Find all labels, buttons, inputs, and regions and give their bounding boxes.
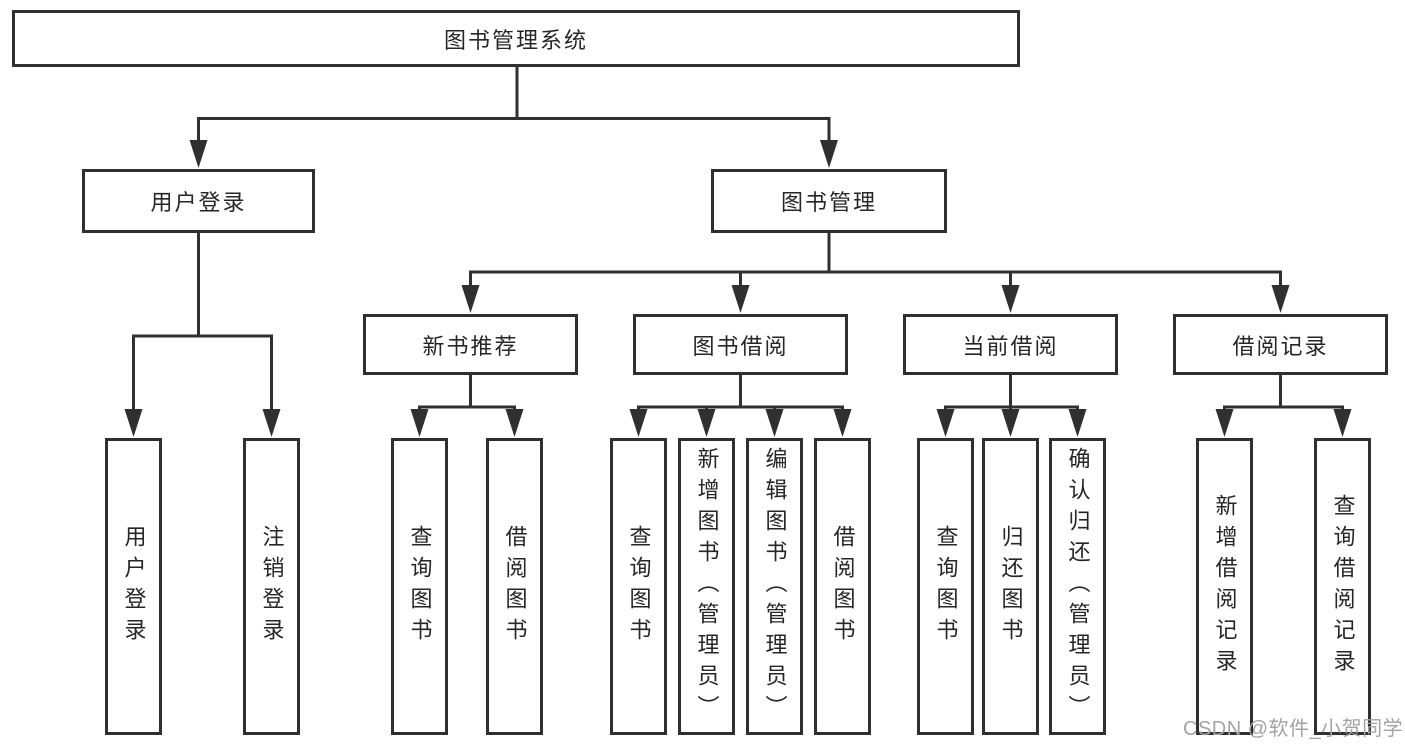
node-root: 图书管理系统	[12, 10, 1020, 67]
node-root-label: 图书管理系统	[443, 27, 588, 53]
leaf-current-query-books: 查询图书	[917, 438, 974, 735]
leaf-recommend-query-books: 查询图书	[391, 438, 448, 735]
node-borrow-records-label: 借阅记录	[1232, 333, 1329, 359]
leaf-add-book-admin: 新增图书（管理员）	[678, 438, 735, 735]
node-current-borrow-label: 当前借阅	[962, 333, 1059, 359]
leaf-current-query-books-label: 查询图书	[933, 524, 959, 649]
leaf-add-book-admin-label: 新增图书（管理员）	[694, 447, 720, 726]
node-borrow-records: 借阅记录	[1173, 314, 1388, 375]
leaf-recommend-borrow-books-label: 借阅图书	[502, 524, 528, 649]
leaf-logout: 注销登录	[243, 438, 300, 735]
node-book-management-label: 图书管理	[780, 190, 877, 215]
leaf-return-books-label: 归还图书	[998, 524, 1024, 649]
node-user-login: 用户登录	[82, 169, 315, 233]
node-book-management: 图书管理	[711, 169, 947, 233]
leaf-recommend-borrow-books: 借阅图书	[486, 438, 543, 735]
leaf-user-login-label: 用户登录	[121, 524, 147, 649]
leaf-confirm-return-admin-label: 确认归还（管理员）	[1065, 447, 1091, 726]
csdn-watermark: CSDN @软件_小贺同学	[1183, 718, 1404, 740]
leaf-add-borrow-record: 新增借阅记录	[1196, 438, 1253, 735]
node-book-borrow: 图书借阅	[633, 314, 848, 375]
leaf-edit-book-admin: 编辑图书（管理员）	[746, 438, 803, 735]
leaf-confirm-return-admin: 确认归还（管理员）	[1049, 438, 1106, 735]
leaf-query-borrow-record: 查询借阅记录	[1314, 438, 1371, 735]
node-current-borrow: 当前借阅	[903, 314, 1118, 375]
leaf-user-login: 用户登录	[105, 438, 162, 735]
leaf-add-borrow-record-label: 新增借阅记录	[1212, 493, 1238, 680]
node-new-book-recommend: 新书推荐	[363, 314, 578, 375]
leaf-borrow-books: 借阅图书	[814, 438, 871, 735]
leaf-edit-book-admin-label: 编辑图书（管理员）	[762, 447, 788, 726]
leaf-logout-label: 注销登录	[259, 524, 285, 649]
leaf-query-borrow-record-label: 查询借阅记录	[1330, 493, 1356, 680]
leaf-recommend-query-books-label: 查询图书	[407, 524, 433, 649]
node-book-borrow-label: 图书借阅	[692, 333, 789, 359]
leaf-borrow-query-books: 查询图书	[610, 438, 667, 735]
node-user-login-label: 用户登录	[150, 190, 247, 215]
leaf-return-books: 归还图书	[982, 438, 1039, 735]
leaf-borrow-books-label: 借阅图书	[830, 524, 856, 649]
leaf-borrow-query-books-label: 查询图书	[626, 524, 652, 649]
node-new-book-recommend-label: 新书推荐	[422, 333, 519, 359]
